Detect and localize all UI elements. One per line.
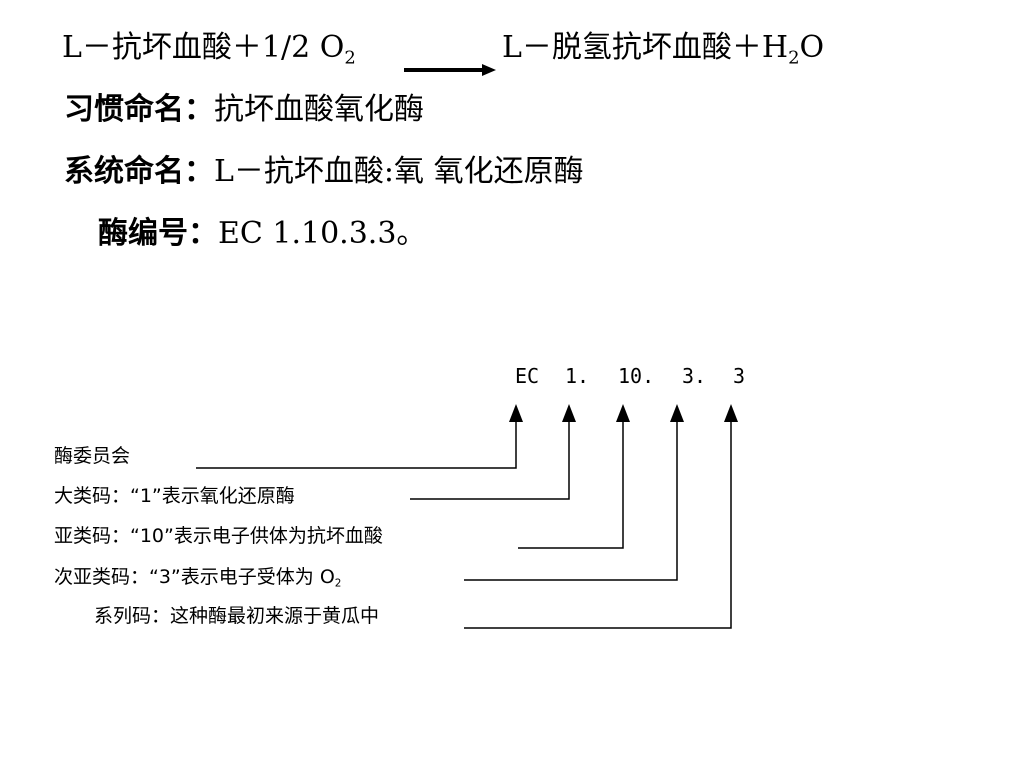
systematic-name-label: 系统命名： (64, 154, 214, 189)
arrowhead-ec-icon (509, 404, 523, 422)
common-name-label: 习惯命名： (64, 92, 214, 127)
systematic-name-row: 系统命名：L－抗坏血酸:氧 氧化还原酶 (64, 154, 584, 190)
ec-code-subsubclass: 3. (682, 364, 707, 388)
connector-major (410, 420, 570, 500)
ec-code-serial: 3 (733, 364, 746, 388)
label-major-class: 大类码：“1”表示氧化还原酶 (54, 485, 295, 507)
label-serial-number: 系列码：这种酶最初来源于黄瓜中 (94, 605, 380, 627)
oxygen-subscript: 2 (344, 47, 356, 69)
label-subclass: 亚类码：“10”表示电子供体为抗坏血酸 (54, 525, 383, 547)
connector-sub (518, 420, 624, 549)
sub-subclass-subscript: 2 (334, 577, 342, 590)
products-suffix: O (799, 30, 825, 65)
ec-number-value: EC 1.10.3.3。 (218, 216, 427, 251)
connector-committee (196, 420, 517, 469)
common-name-value: 抗坏血酸氧化酶 (214, 92, 424, 127)
label-committee: 酶委员会 (54, 445, 131, 467)
ec-number-row: 酶编号：EC 1.10.3.3。 (98, 216, 426, 252)
ec-code-subclass: 10. (618, 364, 655, 388)
ec-number-label: 酶编号： (98, 216, 218, 251)
connector-subsub (464, 420, 678, 581)
water-subscript: 2 (788, 47, 800, 69)
sub-subclass-text: 次亚类码：“3”表示电子受体为 O (54, 566, 335, 588)
systematic-name-value: L－抗坏血酸:氧 氧化还原酶 (214, 154, 584, 189)
connector-serial (464, 420, 732, 629)
equation-products: L－脱氢抗坏血酸＋H2O (502, 30, 825, 69)
label-sub-subclass: 次亚类码：“3”表示电子受体为 O2 (54, 565, 341, 589)
ec-code-prefix: EC (515, 364, 540, 388)
ec-code-class: 1. (565, 364, 590, 388)
arrowhead-sub-icon (616, 404, 630, 422)
arrowhead-subsub-icon (670, 404, 684, 422)
common-name-row: 习惯命名：抗坏血酸氧化酶 (64, 92, 424, 128)
reaction-arrow-icon (404, 64, 496, 76)
equation-reactants: L－抗坏血酸＋1/2 O2 (62, 30, 356, 69)
arrowhead-serial-icon (724, 404, 738, 422)
products-text: L－脱氢抗坏血酸＋H (502, 30, 789, 65)
reactants-text: L－抗坏血酸＋1/2 O (62, 30, 345, 65)
arrowhead-major-icon (562, 404, 576, 422)
